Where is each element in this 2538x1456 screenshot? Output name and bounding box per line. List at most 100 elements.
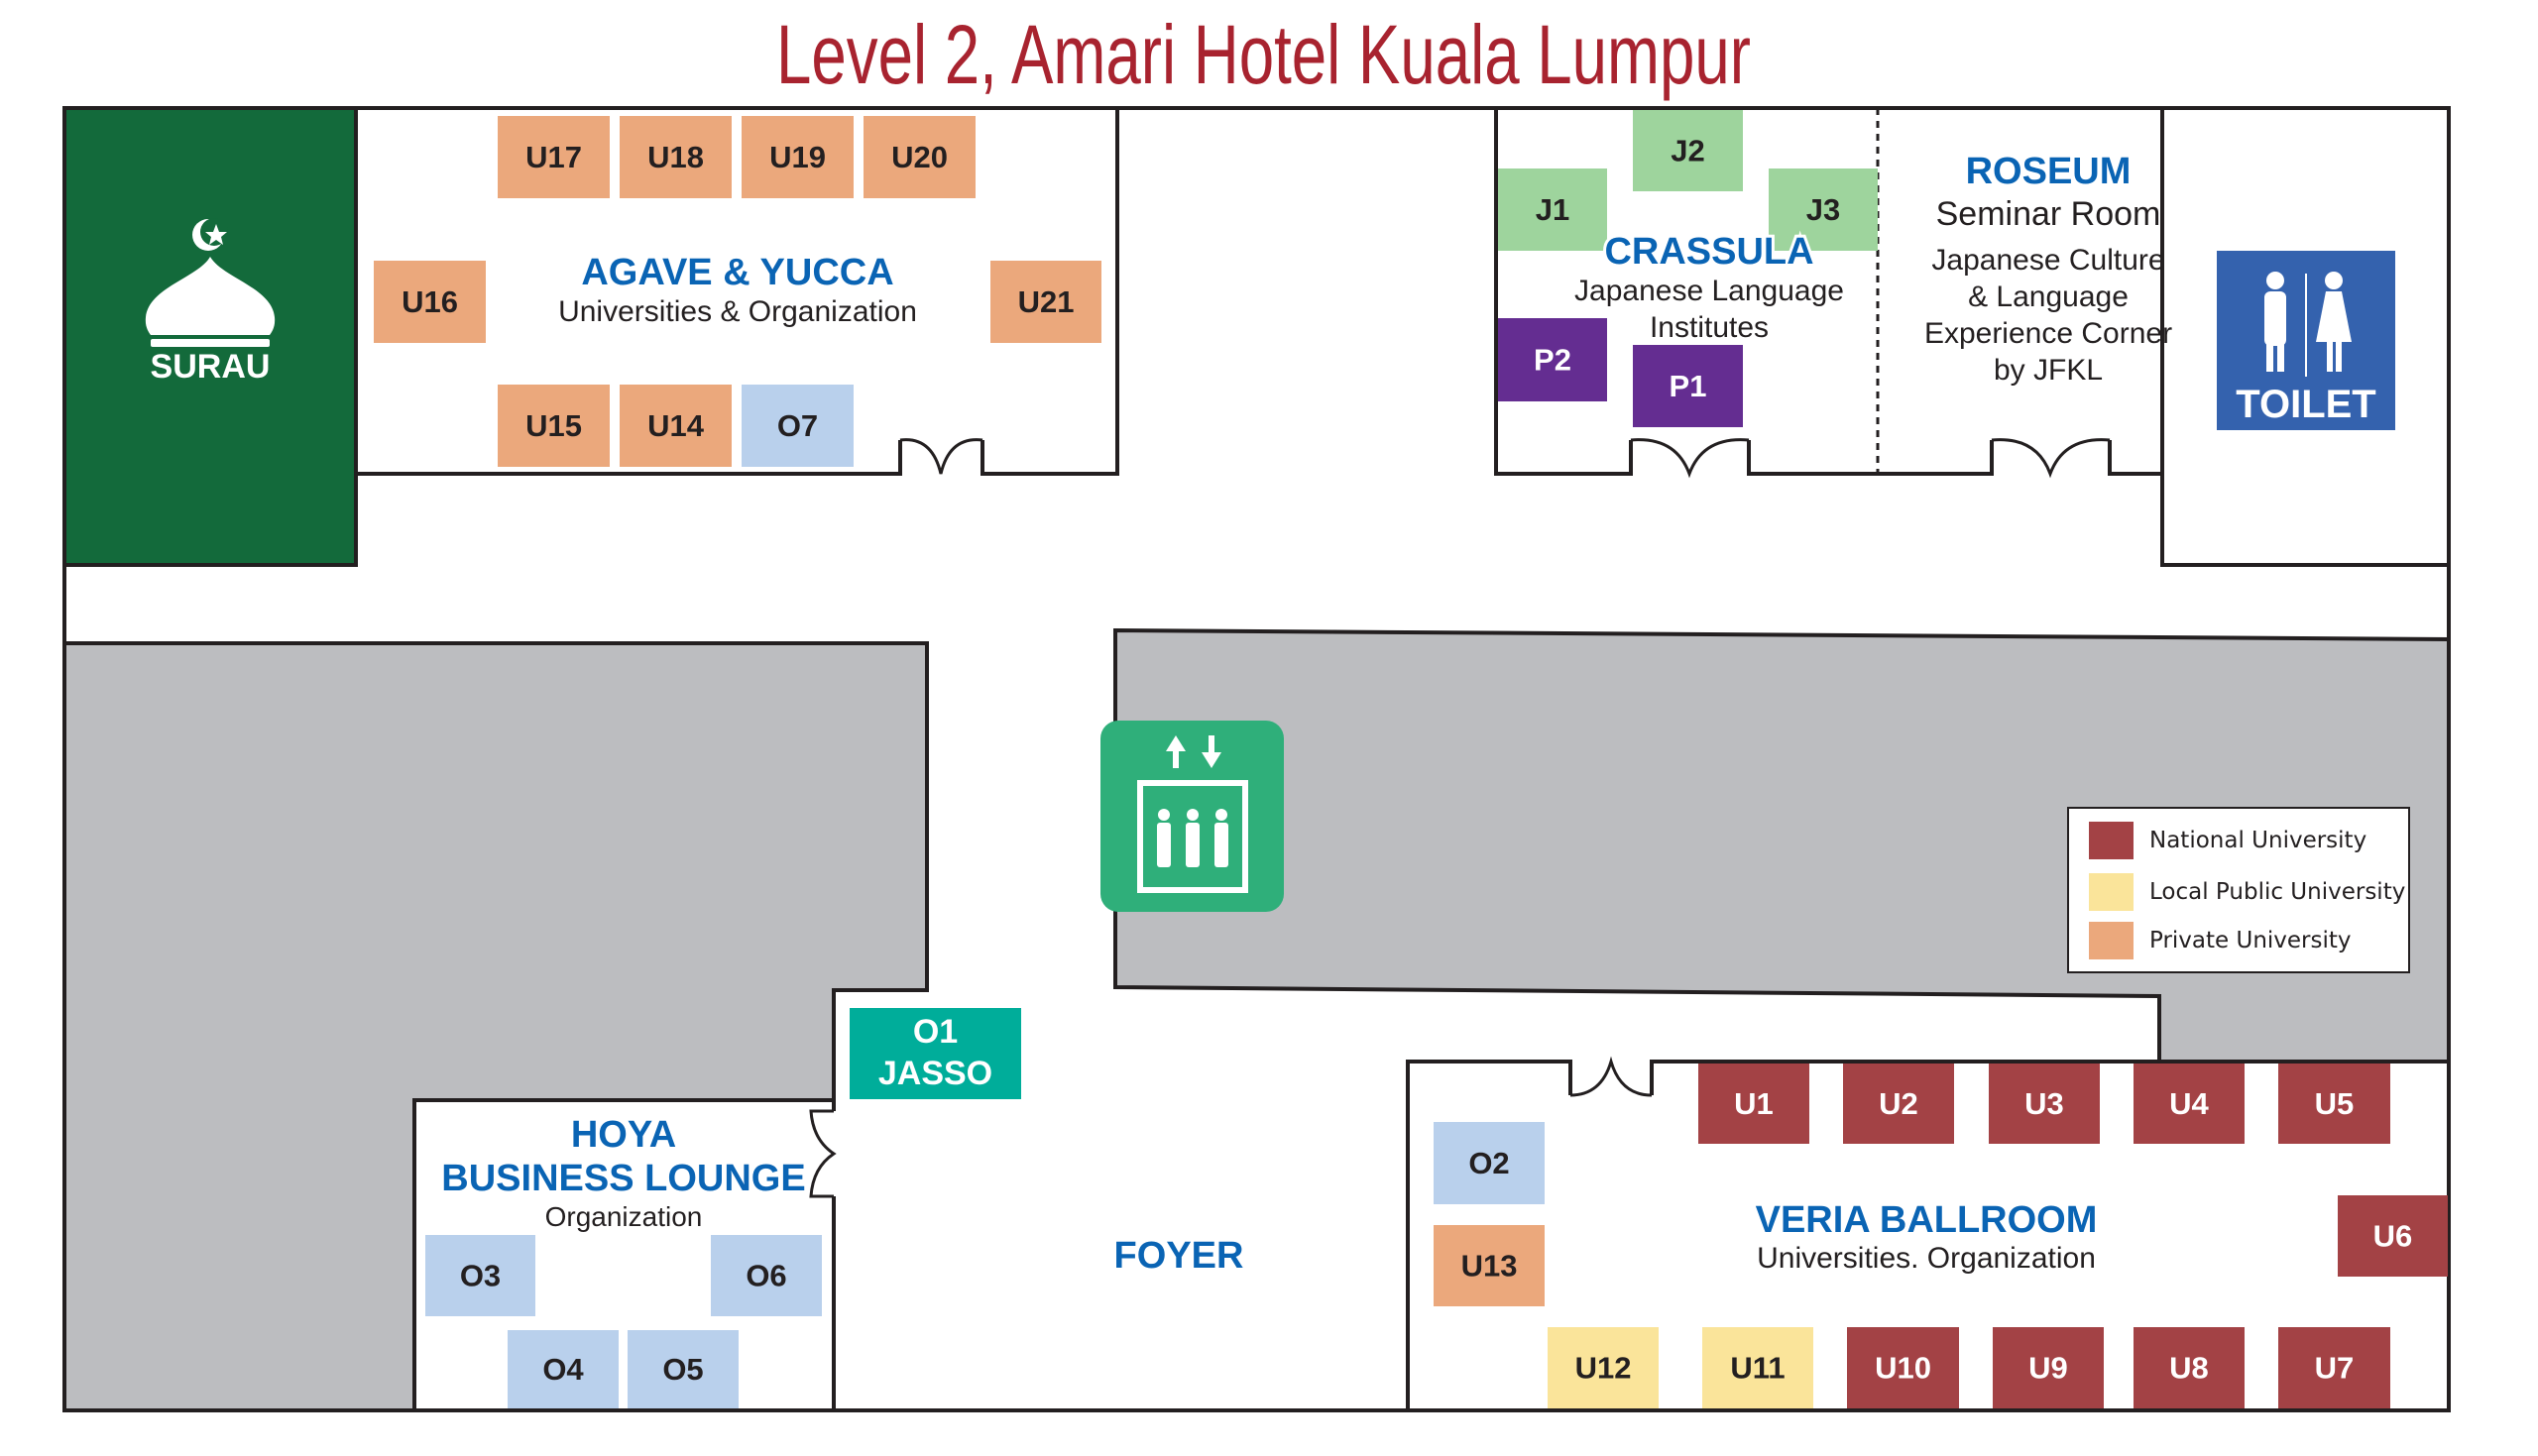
floor-outline xyxy=(62,106,2451,1412)
booth-label: O6 xyxy=(746,1259,786,1293)
booth-box xyxy=(1989,1064,2100,1144)
booth-box xyxy=(1498,168,1607,251)
hoya-title: HOYA xyxy=(571,1114,676,1156)
booth-j2[interactable]: J2 xyxy=(1633,110,1743,191)
booth-label: U1 xyxy=(1734,1086,1774,1121)
booth-u10[interactable]: U10 xyxy=(1847,1327,1959,1408)
booth-label: O2 xyxy=(1468,1146,1509,1180)
booth-u16[interactable]: U16 xyxy=(374,261,486,343)
booth-label: O1 xyxy=(913,1013,958,1051)
booth-u1[interactable]: U1 xyxy=(1698,1064,1809,1144)
booth-box xyxy=(1843,1064,1954,1144)
booth-j3[interactable]: J3 xyxy=(1769,168,1878,251)
booth-box xyxy=(498,116,610,198)
crassula-subtitle: Japanese Language xyxy=(1574,275,1844,307)
booth-label: U13 xyxy=(1461,1249,1518,1284)
booth-o6[interactable]: O6 xyxy=(711,1235,822,1316)
booth-u17[interactable]: U17 xyxy=(498,116,610,198)
page-title: Level 2, Amari Hotel Kuala Lumpur xyxy=(776,8,1751,101)
veria-subtitle: Universities. Organization xyxy=(1757,1242,2096,1275)
elevator-icon xyxy=(1137,735,1248,893)
booth-u2[interactable]: U2 xyxy=(1843,1064,1954,1144)
booth-box xyxy=(1847,1327,1959,1408)
booth-label: U18 xyxy=(647,140,704,174)
booth-box xyxy=(1434,1225,1545,1306)
booth-o4[interactable]: O4 xyxy=(508,1330,619,1408)
booth-u12[interactable]: U12 xyxy=(1548,1327,1659,1408)
hoya-business-lounge[interactable]: HOYA BUSINESS LOUNGE Organization xyxy=(414,1098,837,1410)
door-icon xyxy=(1569,1056,1653,1097)
booth-label: U15 xyxy=(525,408,582,443)
booth-u6[interactable]: U6 xyxy=(2338,1195,2448,1277)
elevator[interactable] xyxy=(1100,721,1284,912)
booth-box xyxy=(864,116,976,198)
booth-label: J2 xyxy=(1671,134,1704,168)
booth-box xyxy=(742,116,854,198)
booth-u11[interactable]: U11 xyxy=(1702,1327,1813,1408)
booth-u4[interactable]: U4 xyxy=(2134,1064,2245,1144)
booth-u13[interactable]: U13 xyxy=(1434,1225,1545,1306)
booth-label: U7 xyxy=(2315,1351,2355,1386)
surau-room[interactable]: SURAU xyxy=(62,106,358,567)
booth-box xyxy=(711,1235,822,1316)
legend-label: Private University xyxy=(2149,928,2352,953)
booth-box xyxy=(2134,1327,2245,1408)
agave-title: AGAVE & YUCCA xyxy=(581,252,893,293)
booth-o7[interactable]: O7 xyxy=(742,385,854,467)
toilet-room[interactable]: TOILET xyxy=(2160,108,2449,567)
booth-box xyxy=(742,385,854,467)
booth-label: U16 xyxy=(402,284,458,319)
crassula-room[interactable] xyxy=(1494,108,2164,479)
booth-label: U9 xyxy=(2028,1351,2068,1386)
booth-label: U11 xyxy=(1730,1351,1785,1386)
booth-label: U14 xyxy=(647,408,705,443)
booth-u21[interactable]: U21 xyxy=(990,261,1101,343)
booth-u7[interactable]: U7 xyxy=(2278,1327,2390,1408)
agave-subtitle: Universities & Organization xyxy=(558,295,917,328)
booth-box xyxy=(1633,110,1743,191)
booth-p2[interactable]: P2 xyxy=(1498,318,1607,401)
legend-swatch-national xyxy=(2089,822,2134,859)
booth-u8[interactable]: U8 xyxy=(2134,1327,2245,1408)
booth-o2[interactable]: O2 xyxy=(1434,1122,1545,1204)
booth-box xyxy=(620,116,732,198)
booth-u5[interactable]: U5 xyxy=(2278,1064,2390,1144)
booth-j1[interactable]: J1 xyxy=(1498,168,1607,251)
booth-label: U17 xyxy=(525,140,582,174)
booth-u18[interactable]: U18 xyxy=(620,116,732,198)
veria-title: VERIA BALLROOM xyxy=(1756,1199,2098,1241)
booth-box xyxy=(498,385,610,467)
booth-box xyxy=(2278,1327,2390,1408)
roseum-subtitle: Seminar Room xyxy=(1936,195,2161,233)
booth-box xyxy=(1993,1327,2104,1408)
booth-o5[interactable]: O5 xyxy=(628,1330,739,1408)
door-icon xyxy=(809,1109,837,1198)
agave-yucca-room[interactable]: AGAVE & YUCCA Universities & Organizatio… xyxy=(354,108,1119,476)
booth-u3[interactable]: U3 xyxy=(1989,1064,2100,1144)
booth-u19[interactable]: U19 xyxy=(742,116,854,198)
booth-box xyxy=(425,1235,535,1316)
booth-u9[interactable]: U9 xyxy=(1993,1327,2104,1408)
veria-ballroom[interactable]: VERIA BALLROOM Universities. Organizatio… xyxy=(1406,1056,2449,1410)
booth-box xyxy=(1633,345,1743,427)
booth-u14[interactable]: U14 xyxy=(620,385,732,467)
booth-u15[interactable]: U15 xyxy=(498,385,610,467)
booth-label: U4 xyxy=(2169,1086,2209,1121)
roseum-title: ROSEUM xyxy=(1966,151,2132,192)
booth-label: O3 xyxy=(460,1259,501,1293)
booth-label: J3 xyxy=(1806,192,1840,227)
booth-label: O5 xyxy=(662,1352,703,1387)
booth-box xyxy=(1434,1122,1545,1204)
booth-label: P2 xyxy=(1534,343,1571,378)
booth-label: O7 xyxy=(777,408,818,443)
booth-o3[interactable]: O3 xyxy=(425,1235,535,1316)
booth-p1[interactable]: P1 xyxy=(1633,345,1743,427)
booth-u20[interactable]: U20 xyxy=(864,116,976,198)
booth-label: U20 xyxy=(891,140,948,174)
roseum-line: Experience Corner xyxy=(1924,317,2172,350)
booth-box xyxy=(1498,318,1607,401)
booth-label: U3 xyxy=(2024,1086,2064,1121)
legend-swatch-private xyxy=(2089,922,2134,959)
